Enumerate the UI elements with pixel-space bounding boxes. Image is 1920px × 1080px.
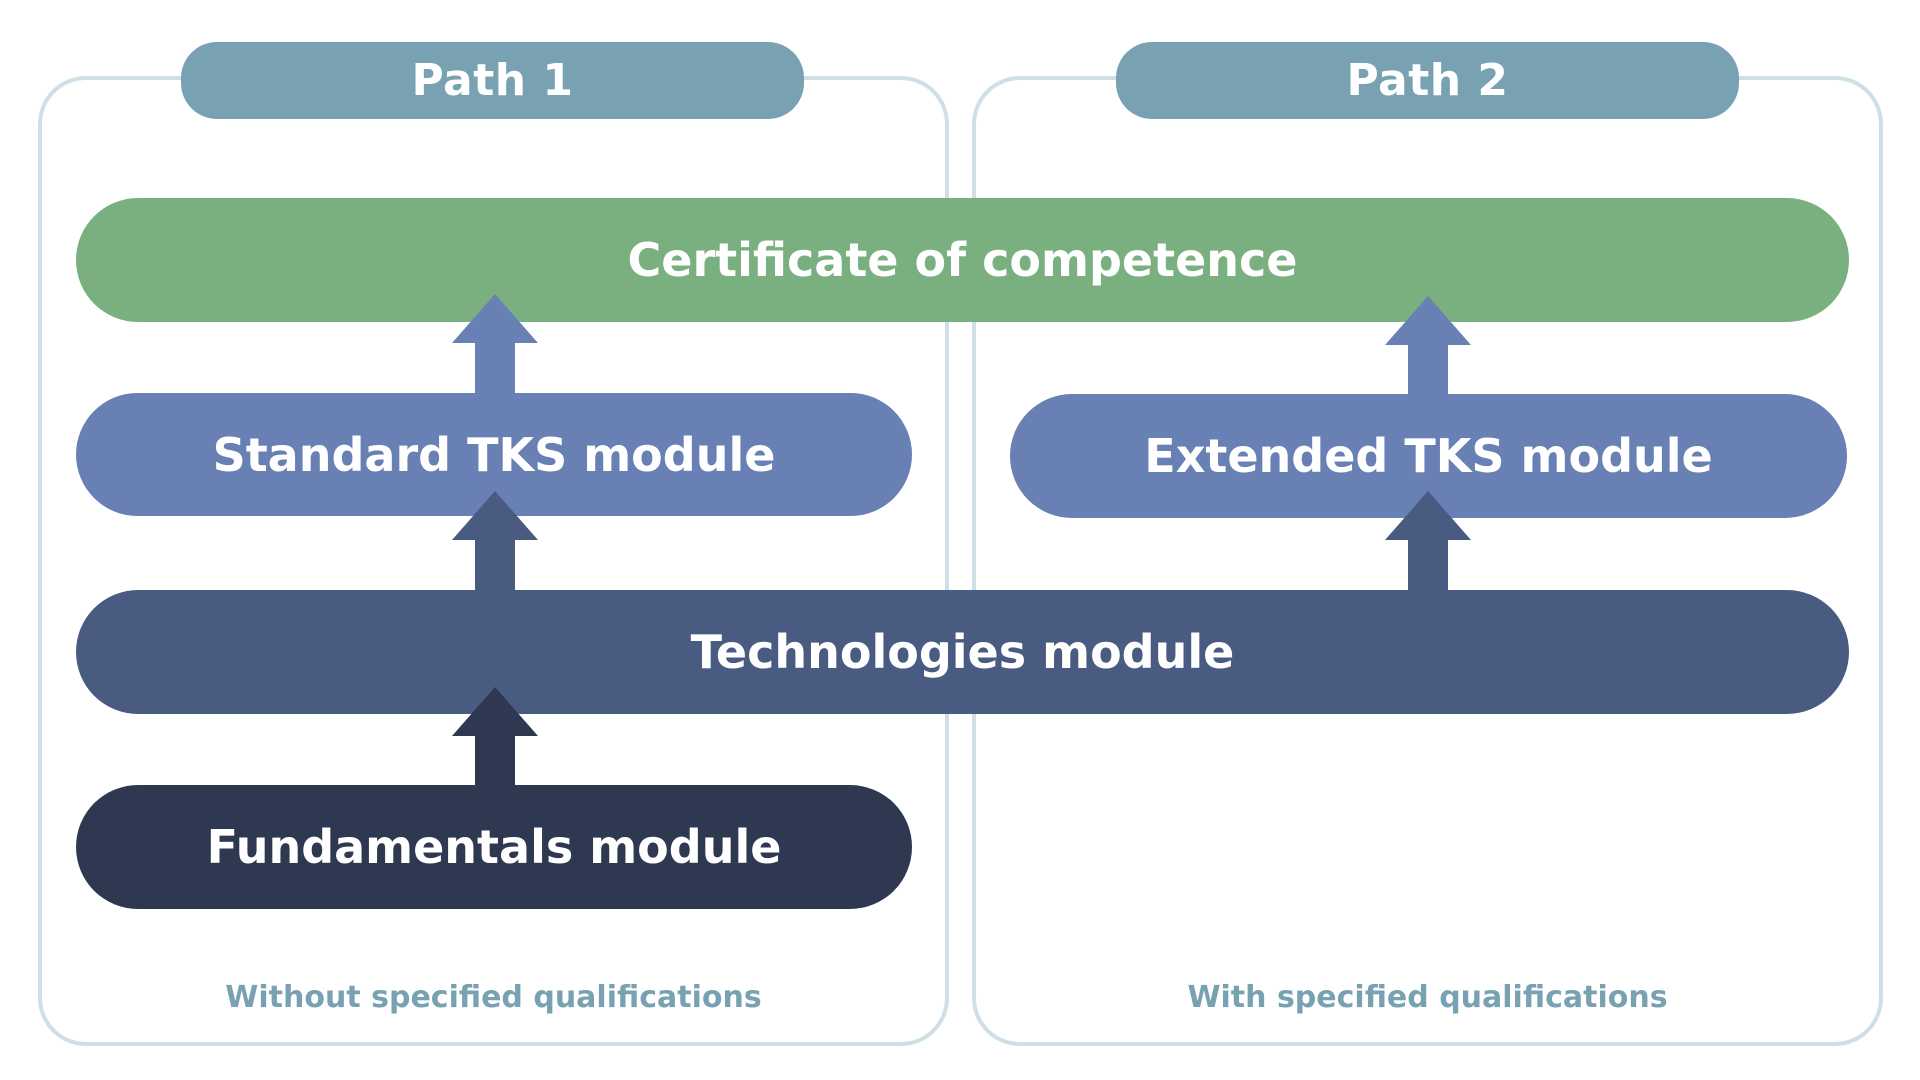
fundamentals-module: Fundamentals module — [76, 785, 912, 909]
standard-tks-module: Standard TKS module — [76, 393, 912, 516]
arrow-up-icon — [1385, 491, 1471, 591]
path-2-badge: Path 2 — [1116, 42, 1739, 119]
path-1-footer: Without specified qualifications — [225, 980, 762, 1015]
arrow-up-icon — [452, 491, 538, 591]
path-2-footer: With specified qualifications — [1187, 980, 1668, 1015]
arrow-up-icon — [452, 687, 538, 787]
arrow-up-icon — [1385, 296, 1471, 396]
path-1-badge: Path 1 — [181, 42, 804, 119]
certificate-of-competence: Certificate of competence — [76, 198, 1849, 322]
technologies-module: Technologies module — [76, 590, 1849, 714]
arrow-up-icon — [452, 294, 538, 394]
